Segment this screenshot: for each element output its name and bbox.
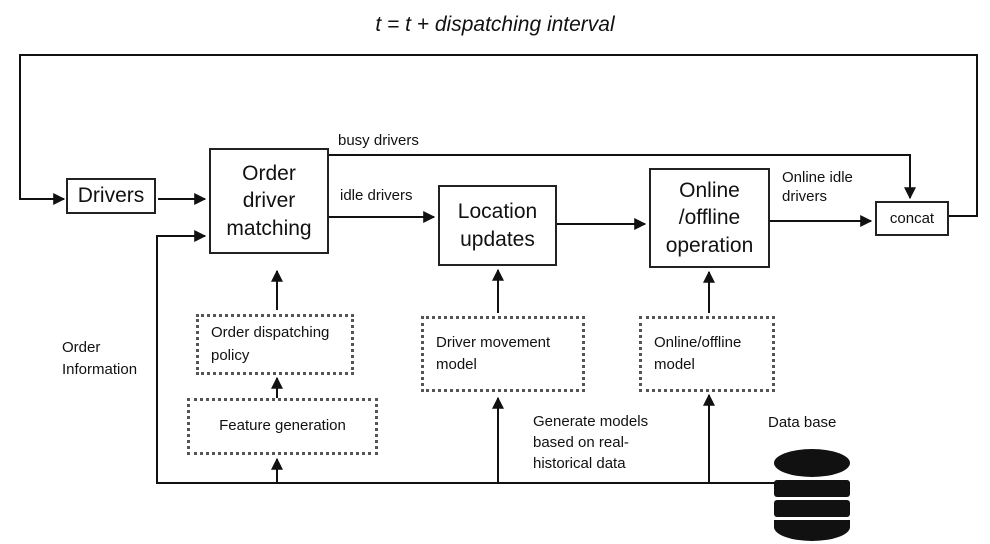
drivers-box: Drivers [66,178,156,214]
driver-movement-model-box: Driver movement model [421,316,585,392]
order-driver-matching-label: Order driver matching [226,162,312,240]
concat-box: concat [875,201,949,236]
online-offline-operation-label: Online /offline operation [665,179,754,257]
location-updates-label: Location updates [457,200,538,251]
idle-drivers-label: idle drivers [340,187,413,204]
feature-generation-box: Feature generation [187,398,378,455]
busy-drivers-label: busy drivers [338,132,419,149]
feature-generation-label: Feature generation [219,417,346,435]
order-driver-matching-box: Order driver matching [209,148,329,254]
database-icon [774,449,850,541]
order-information-arrow [156,230,775,484]
location-updates-box: Location updates [438,185,557,266]
generate-models-label: Generate models based on real- historica… [533,413,649,472]
order-dispatching-policy-box: Order dispatching policy [196,314,354,375]
feedback-loop-arrow [19,54,978,217]
concat-label: concat [889,210,935,227]
online-offline-operation-box: Online /offline operation [649,168,770,268]
loop-title: t = t + dispatching interval [375,13,615,36]
order-dispatching-policy-label: Order dispatching policy [211,324,330,364]
online-offline-model-box: Online/offline model [639,316,775,392]
drivers-box-label: Drivers [77,184,145,208]
driver-movement-model-label: Driver movement model [436,333,551,374]
online-idle-drivers-label: Online idle drivers [782,169,853,205]
online-offline-model-label: Online/offline model [654,333,742,374]
database-label: Data base [768,414,837,431]
busy-drivers-arrow [329,154,916,200]
order-information-label: Order Information [62,339,138,378]
